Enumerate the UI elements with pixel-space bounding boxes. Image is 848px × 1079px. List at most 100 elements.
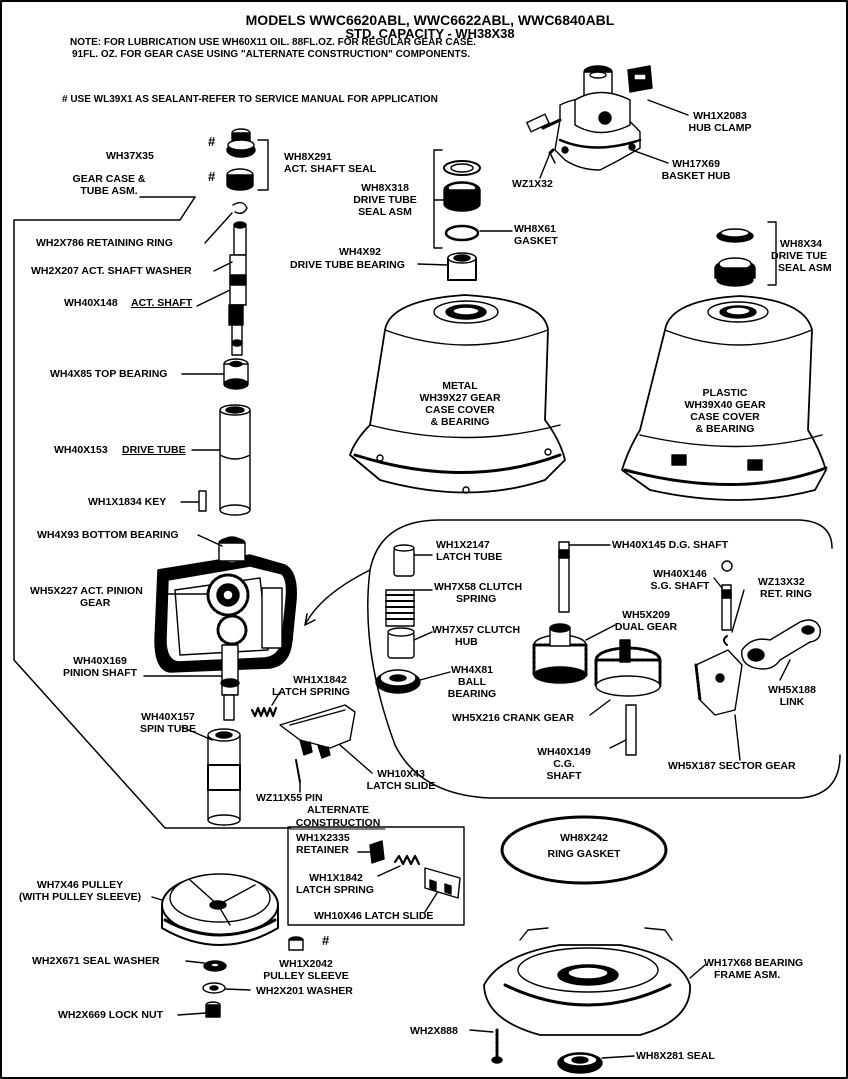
latch-spring-part bbox=[250, 706, 278, 718]
label-wh17x68-desc: FRAME ASM. bbox=[714, 969, 781, 981]
ring-gasket-part bbox=[500, 815, 668, 885]
wh8x281-seal-part bbox=[557, 1052, 603, 1074]
label-wh1x2147-desc: LATCH TUBE bbox=[436, 551, 503, 563]
dual-gear-part bbox=[532, 623, 588, 684]
sealant-mark: # bbox=[208, 134, 216, 149]
label-wh1x1834: WH1X1834 KEY bbox=[88, 496, 167, 508]
metal-gear-case-cover-part bbox=[349, 294, 566, 494]
label-wh8x291-desc: ACT. SHAFT SEAL bbox=[284, 163, 377, 175]
label-wh10x46: WH10X46 LATCH SLIDE bbox=[314, 910, 434, 922]
pulley-part bbox=[161, 873, 279, 946]
label-wh8x318-desc2: SEAL ASM bbox=[358, 206, 412, 218]
sealant-note: # USE WL39X1 AS SEALANT-REFER TO SERVICE… bbox=[62, 94, 438, 105]
seal-washer-part bbox=[203, 960, 227, 972]
label-wh40x169: WH40X169 bbox=[73, 655, 127, 667]
label-wh4x92: WH4X92 bbox=[338, 246, 381, 258]
act-shaft-seal-part bbox=[226, 128, 256, 191]
label-wh39x27-desc: CASE COVER bbox=[425, 404, 495, 416]
label-wh5x227-desc: GEAR bbox=[80, 597, 111, 609]
label-wh1x1842-alt-desc: LATCH SPRING bbox=[296, 884, 374, 896]
gear-subassembly-outline bbox=[369, 519, 833, 571]
label-wh39x40-desc2: & BEARING bbox=[695, 423, 755, 435]
label-wh40x157-desc: SPIN TUBE bbox=[139, 723, 196, 735]
label-wh1x2147: WH1X2147 bbox=[436, 539, 490, 551]
label-metal: METAL bbox=[442, 380, 478, 392]
label-wh39x40-desc: CASE COVER bbox=[690, 411, 760, 423]
label-gear-case: GEAR CASE & bbox=[72, 173, 146, 185]
label-wh17x69-desc: BASKET HUB bbox=[661, 170, 731, 182]
label-wh40x145: WH40X145 D.G. SHAFT bbox=[612, 539, 729, 551]
label-wh8x242-desc: RING GASKET bbox=[547, 848, 621, 860]
label-wh2x207: WH2X207 ACT. SHAFT WASHER bbox=[31, 265, 192, 277]
latch-slide-part bbox=[279, 704, 356, 759]
lock-nut-part bbox=[205, 1001, 221, 1018]
label-wz13x32-desc: RET. RING bbox=[760, 588, 812, 600]
label-wh1x2083: WH1X2083 bbox=[693, 110, 747, 122]
sector-gear-part bbox=[694, 649, 743, 716]
retaining-ring-part bbox=[232, 201, 248, 215]
label-wh7x58-desc: SPRING bbox=[456, 593, 497, 605]
label-wh1x2335-desc: RETAINER bbox=[296, 844, 349, 856]
alternate-construction-box bbox=[287, 826, 465, 926]
label-wh4x93: WH4X93 BOTTOM BEARING bbox=[37, 529, 179, 541]
label-wh7x58: WH7X58 CLUTCH bbox=[434, 581, 523, 593]
gear-case-outline bbox=[13, 196, 291, 829]
crank-gear-part bbox=[594, 639, 662, 697]
retainer-part bbox=[369, 840, 385, 864]
wz1x32-bolt-part bbox=[526, 113, 562, 133]
basket-hub-part bbox=[554, 65, 642, 171]
label-wh40x153: WH40X153 bbox=[54, 444, 108, 456]
plastic-gear-case-cover-part bbox=[621, 295, 828, 501]
label-wh8x61-desc: GASKET bbox=[514, 235, 558, 247]
label-wh7x57: WH7X57 CLUTCH bbox=[432, 624, 521, 636]
label-wh5x227: WH5X227 ACT. PINION bbox=[30, 585, 143, 597]
sealant-mark: # bbox=[208, 169, 216, 184]
lubrication-note-line1: NOTE: FOR LUBRICATION USE WH60X11 OIL. 8… bbox=[70, 37, 476, 48]
label-wh39x27: WH39X27 GEAR bbox=[419, 392, 501, 404]
label-wh2x669: WH2X669 LOCK NUT bbox=[58, 1009, 164, 1021]
link-part bbox=[741, 619, 821, 670]
label-wh10x43-desc: LATCH SLIDE bbox=[366, 780, 436, 792]
pulley-sleeve-part bbox=[288, 936, 304, 951]
label-wh7x46: WH7X46 PULLEY bbox=[36, 879, 124, 891]
washer-part bbox=[202, 982, 226, 994]
spin-tube-part bbox=[207, 728, 241, 826]
label-wh40x148: WH40X148 bbox=[64, 297, 118, 309]
label-wh4x85: WH4X85 TOP BEARING bbox=[50, 368, 168, 380]
label-wh1x1842-alt: WH1X1842 bbox=[309, 872, 363, 884]
label-wh40x148-desc: ACT. SHAFT bbox=[131, 297, 193, 309]
label-construction: CONSTRUCTION bbox=[295, 817, 381, 829]
label-wh4x81-desc: BALL bbox=[458, 676, 486, 688]
label-wh1x1842: WH1X1842 bbox=[293, 674, 347, 686]
label-wz1x32: WZ1X32 bbox=[512, 178, 553, 190]
label-wz13x32: WZ13X32 bbox=[758, 576, 805, 588]
capacity-title: STD. CAPACITY - WH38X38 bbox=[345, 26, 515, 41]
label-wh8x34-desc: DRIVE TUE bbox=[771, 250, 828, 262]
label-wh5x209: WH5X209 bbox=[622, 609, 670, 621]
act-shaft-part bbox=[228, 221, 247, 356]
key-part bbox=[198, 490, 207, 512]
label-wh40x146: WH40X146 bbox=[653, 568, 707, 580]
label-wh1x1842-desc: LATCH SPRING bbox=[272, 686, 350, 698]
dg-shaft-part bbox=[558, 541, 570, 613]
label-wh40x157: WH40X157 bbox=[141, 711, 195, 723]
lubrication-note-line2: 91FL. OZ. FOR GEAR CASE USING "ALTERNATE… bbox=[72, 49, 471, 60]
hub-clamp-part bbox=[627, 65, 653, 93]
label-wh8x318-desc: DRIVE TUBE bbox=[353, 194, 417, 206]
label-wh7x46-desc: (WITH PULLEY SLEEVE) bbox=[18, 891, 142, 903]
cg-shaft-part bbox=[625, 704, 637, 756]
label-wh40x146-desc: S.G. SHAFT bbox=[650, 580, 710, 592]
label-wh2x671: WH2X671 SEAL WASHER bbox=[32, 955, 160, 967]
label-wh5x209-desc: DUAL GEAR bbox=[614, 621, 678, 633]
label-wh8x34-desc2: SEAL ASM bbox=[778, 262, 832, 274]
drive-tube-bearing-part bbox=[447, 252, 477, 281]
label-wh10x43: WH10X43 bbox=[377, 768, 425, 780]
label-wh5x188: WH5X188 bbox=[768, 684, 816, 696]
drive-tube-seal-part bbox=[443, 160, 481, 212]
alt-latch-slide-part bbox=[424, 867, 461, 899]
label-wh39x27-desc2: & BEARING bbox=[430, 416, 490, 428]
gasket-part bbox=[444, 224, 480, 242]
